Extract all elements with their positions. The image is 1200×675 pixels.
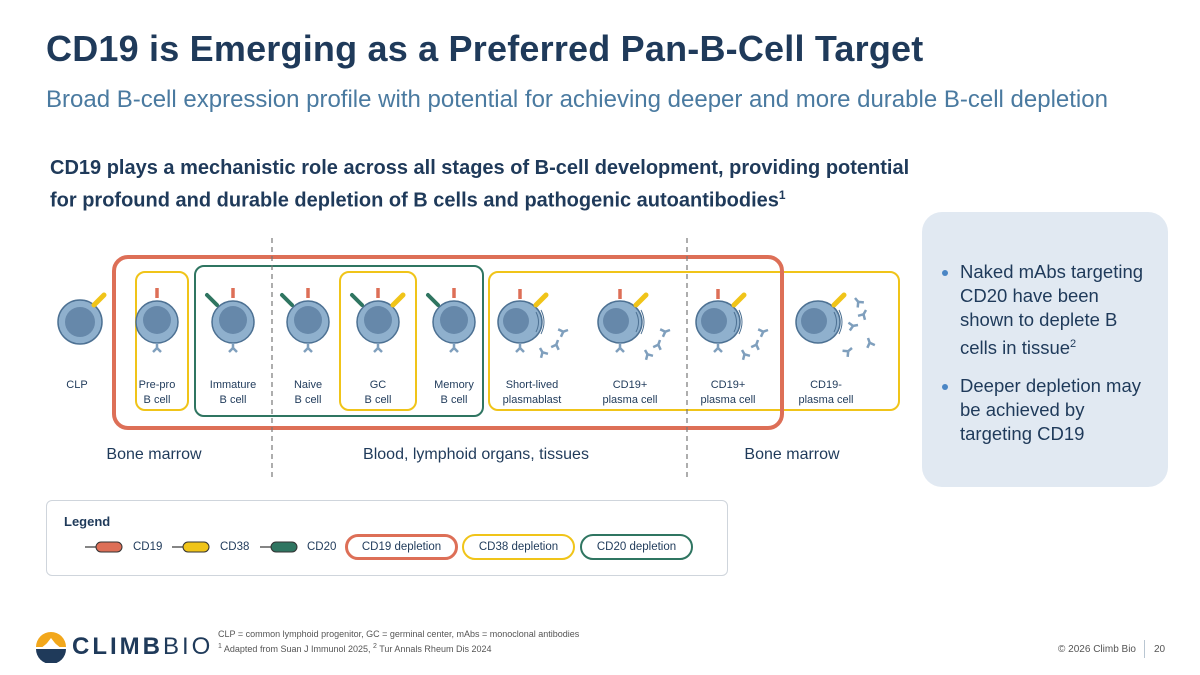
- label-cd19-plus-plasma-1: CD19+plasma cell: [602, 379, 658, 406]
- callout-bullet-1: Naked mAbs targeting CD20 have been show…: [960, 260, 1156, 360]
- page-subtitle: Broad B-cell expression profile with pot…: [46, 86, 1108, 113]
- legend-marker-cd38: [172, 541, 210, 553]
- cell-naive: [280, 288, 330, 354]
- b-cell-diagram: [57, 238, 900, 480]
- footnote-abbreviations: CLP = common lymphoid progenitor, GC = g…: [218, 629, 580, 639]
- cell-cd19-minus-plasma: [795, 292, 877, 359]
- climb-bio-logo-icon: [36, 632, 66, 663]
- cd20-depletion-box: [194, 265, 484, 417]
- legend-cd19-label: CD19: [133, 541, 163, 553]
- cell-gc: [350, 288, 406, 354]
- legend-cd38-label: CD38: [220, 541, 250, 553]
- climb-bio-logo-text: CLIMBBIO: [72, 633, 214, 660]
- callout-list: Naked mAbs targeting CD20 have been show…: [940, 260, 1156, 446]
- cell-immature: [205, 288, 255, 354]
- legend-cd19-depletion: CD19 depletion: [345, 534, 458, 560]
- legend-cd20-label: CD20: [307, 541, 337, 553]
- headline: CD19 plays a mechanistic role across all…: [50, 155, 930, 215]
- page-number: 20: [1154, 644, 1166, 655]
- legend-markers: [85, 541, 298, 553]
- cell-short-lived-plasmablast: [497, 289, 571, 360]
- legend-marker-cd19: [85, 541, 123, 553]
- page-title: CD19 is Emerging as a Preferred Pan-B-Ce…: [46, 28, 924, 69]
- legend-title: Legend: [64, 514, 111, 529]
- region-bone-marrow-left: Bone marrow: [106, 446, 202, 463]
- footnote-references: 1 Adapted from Suan J Immunol 2025, 2 Tu…: [218, 643, 492, 654]
- cell-pre-pro: [135, 288, 179, 354]
- headline-text: CD19 plays a mechanistic role across all…: [50, 157, 910, 212]
- cell-memory: [426, 288, 476, 354]
- cd38-depletion-box-plasma: [488, 271, 900, 411]
- region-bone-marrow-right: Bone marrow: [744, 446, 840, 463]
- legend-cd20-depletion: CD20 depletion: [580, 534, 693, 560]
- region-blood-lymphoid: Blood, lymphoid organs, tissues: [363, 446, 589, 463]
- page-number-divider: [1144, 640, 1145, 658]
- label-cd19-plus-plasma-2: CD19+plasma cell: [700, 379, 756, 406]
- legend-cd38-depletion: CD38 depletion: [462, 534, 575, 560]
- cell-clp: [57, 292, 107, 345]
- legend-marker-cd20: [260, 541, 298, 553]
- cd38-depletion-box-prepro: [135, 271, 189, 411]
- cell-cd19-plus-plasma-2: [695, 289, 771, 362]
- legend-box: [46, 500, 728, 576]
- cd38-depletion-box-gc: [339, 271, 417, 411]
- callout-bullet-2: Deeper depletion may be achieved by targ…: [960, 374, 1156, 446]
- label-clp: CLP: [66, 379, 88, 391]
- callout-box: Naked mAbs targeting CD20 have been show…: [922, 212, 1168, 487]
- label-cd19-minus-plasma: CD19-plasma cell: [798, 379, 854, 406]
- cell-cd19-plus-plasma-1: [597, 289, 673, 362]
- cd19-depletion-box: [112, 255, 784, 430]
- headline-sup: 1: [778, 188, 786, 202]
- copyright: © 2026 Climb Bio: [1058, 644, 1136, 655]
